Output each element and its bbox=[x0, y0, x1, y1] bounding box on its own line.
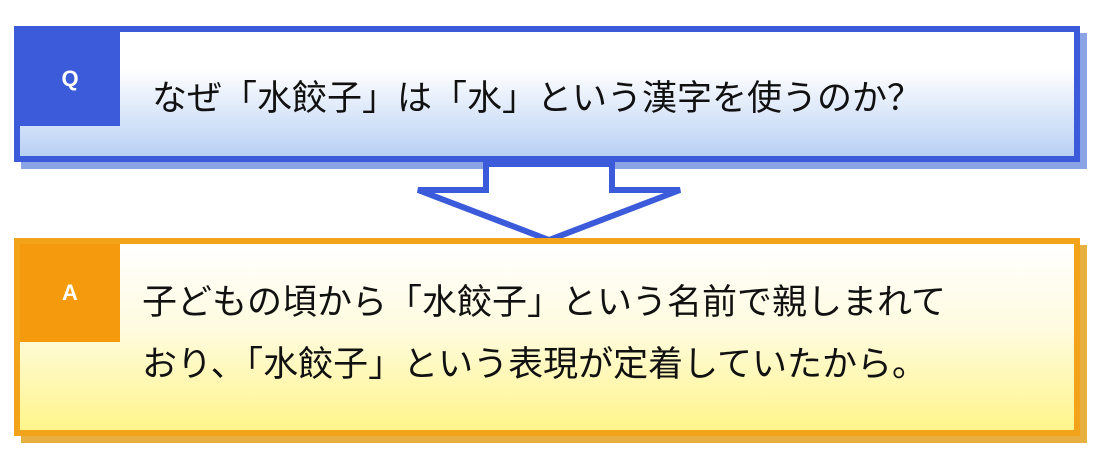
question-box: Q なぜ「水餃子」は「水」という漢字を使うのか？ bbox=[14, 26, 1080, 162]
question-badge: Q bbox=[20, 32, 120, 126]
answer-badge: A bbox=[20, 244, 120, 342]
answer-line-1: 子どもの頃から「水餃子」という名前で親しまれて bbox=[142, 283, 946, 323]
answer-line-2: おり、「水餃子」という表現が定着していたから。 bbox=[142, 345, 928, 385]
answer-text: 子どもの頃から「水餃子」という名前で親しまれて おり、「水餃子」という表現が定着… bbox=[142, 272, 946, 396]
answer-box: A 子どもの頃から「水餃子」という名前で親しまれて おり、「水餃子」という表現が… bbox=[14, 238, 1080, 436]
down-arrow-icon bbox=[416, 161, 682, 244]
question-text: なぜ「水餃子」は「水」という漢字を使うのか？ bbox=[152, 79, 923, 119]
